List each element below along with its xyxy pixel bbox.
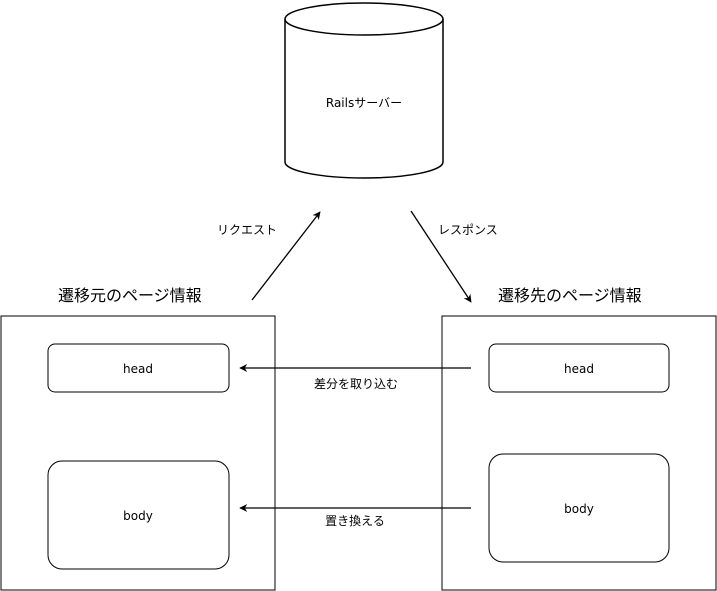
rails-server-label: Railsサーバー — [325, 96, 403, 110]
rails-server-cylinder — [284, 2, 444, 179]
target-page-title: 遷移先のページ情報 — [498, 286, 642, 305]
source-page-title: 遷移元のページ情報 — [58, 286, 202, 305]
target-body-label: body — [564, 502, 594, 516]
target-head-label: head — [564, 362, 594, 376]
target-head-box — [488, 343, 670, 393]
target-body-box — [488, 453, 670, 563]
response-arrow — [410, 210, 472, 303]
replace-body-label: 置き換える — [325, 514, 385, 528]
source-body-label: body — [123, 509, 153, 523]
response-label: レスポンス — [438, 223, 498, 237]
source-head-box — [47, 343, 230, 393]
request-arrow — [251, 211, 321, 301]
merge-head-label: 差分を取り込む — [313, 377, 399, 391]
request-label: リクエスト — [217, 223, 278, 237]
source-body-box — [47, 460, 230, 570]
source-head-label: head — [123, 362, 153, 376]
